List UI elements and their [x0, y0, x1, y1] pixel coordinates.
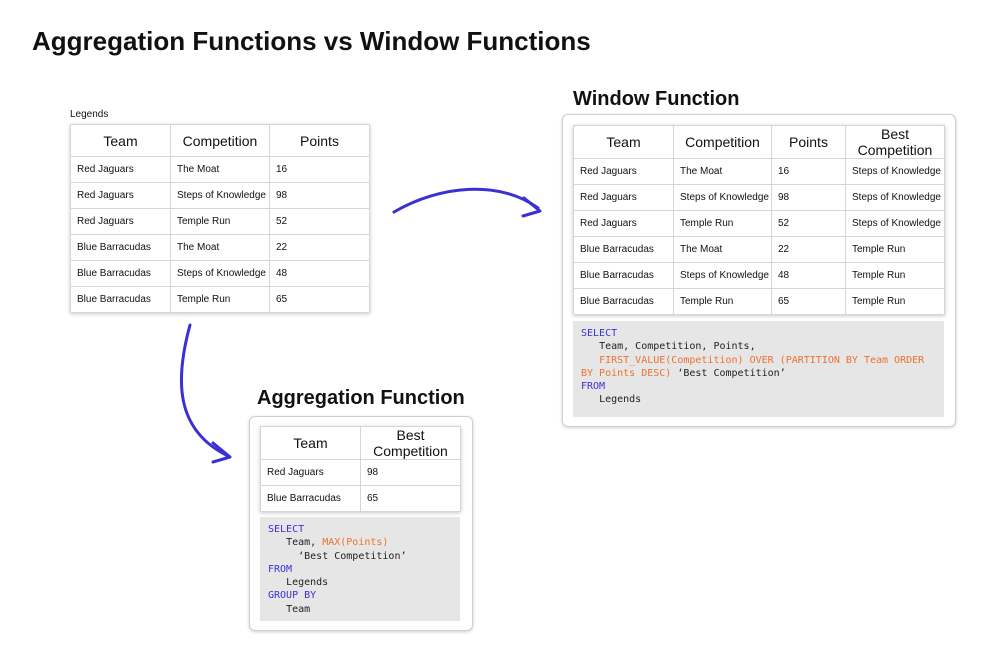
table-cell: Steps of Knowledge [170, 260, 270, 287]
table-cell: Temple Run [845, 288, 945, 315]
aggregation-function-title: Aggregation Function [257, 387, 465, 409]
aggregation-function-sql: SELECT Team, MAX(Points) ‘Best Competiti… [260, 517, 460, 621]
legends-label: Legends [70, 109, 109, 120]
column-header: Competition [673, 125, 772, 159]
table-cell: Red Jaguars [260, 459, 361, 486]
column-header: Team [70, 124, 171, 157]
sql-aggregate-function: MAX(Points) [322, 537, 389, 549]
sql-group-column: Team [268, 603, 311, 615]
table-cell: Blue Barracudas [573, 262, 674, 289]
table-cell: Red Jaguars [573, 210, 674, 237]
table-cell: Steps of Knowledge [170, 182, 270, 209]
sql-alias: ‘Best Competition’ [671, 367, 786, 379]
window-function-sql: SELECT Team, Competition, Points, FIRST_… [573, 321, 944, 417]
column-header: Team [573, 125, 674, 159]
table-cell: 65 [360, 485, 461, 512]
table-cell: 98 [771, 184, 846, 211]
column-header: Points [771, 125, 846, 159]
arrow-head-window-icon [521, 196, 542, 218]
sql-keyword-select: SELECT [268, 524, 305, 535]
table-cell: The Moat [170, 156, 270, 183]
table-cell: Blue Barracudas [70, 234, 171, 261]
sql-window-function: FIRST_VALUE(Competition) OVER (PARTITION… [581, 354, 931, 379]
sql-table-name: Legends [581, 394, 642, 406]
sql-columns: Team, Competition, Points, [581, 341, 756, 353]
column-header: Points [269, 124, 370, 157]
table-header-row: Team Competition Points Best Competition [573, 125, 945, 159]
table-cell: 98 [269, 182, 370, 209]
table-header-row: Team Competition Points [70, 124, 370, 157]
sql-table-name: Legends [268, 577, 329, 589]
table-cell: Steps of Knowledge [845, 158, 945, 185]
table-cell: 22 [269, 234, 370, 261]
table-cell: Steps of Knowledge [673, 184, 772, 211]
table-cell: Temple Run [845, 236, 945, 263]
table-cell: 98 [360, 459, 461, 486]
sql-keyword-from: FROM [268, 563, 293, 575]
column-header: Best Competition [360, 426, 461, 460]
table-cell: 65 [771, 288, 846, 315]
sql-columns: Team, [268, 537, 323, 549]
table-cell: Red Jaguars [70, 156, 171, 183]
arrow-head-aggregation-icon [211, 441, 232, 464]
table-cell: Blue Barracudas [70, 260, 171, 287]
sql-alias: ‘Best Competition’ [268, 550, 407, 562]
table-cell: 65 [269, 286, 370, 313]
table-cell: Temple Run [170, 286, 270, 313]
sql-keyword-select: SELECT [581, 328, 618, 339]
table-cell: Blue Barracudas [573, 288, 674, 315]
table-cell: Red Jaguars [70, 208, 171, 235]
page-title: Aggregation Functions vs Window Function… [32, 26, 591, 56]
table-cell: 52 [269, 208, 370, 235]
table-cell: Temple Run [673, 288, 772, 315]
arrow-to-aggregation-function [180, 323, 230, 458]
column-header: Best Competition [845, 125, 945, 159]
arrow-to-window-function [392, 187, 540, 214]
sql-keyword-group-by: GROUP BY [268, 590, 317, 602]
table-cell: The Moat [170, 234, 270, 261]
table-cell: 16 [269, 156, 370, 183]
sql-keyword-from: FROM [581, 381, 606, 393]
table-cell: Temple Run [170, 208, 270, 235]
column-header: Competition [170, 124, 270, 157]
window-function-table: Team Competition Points Best Competition… [573, 125, 945, 315]
window-function-title: Window Function [573, 88, 740, 110]
table-cell: 48 [771, 262, 846, 289]
